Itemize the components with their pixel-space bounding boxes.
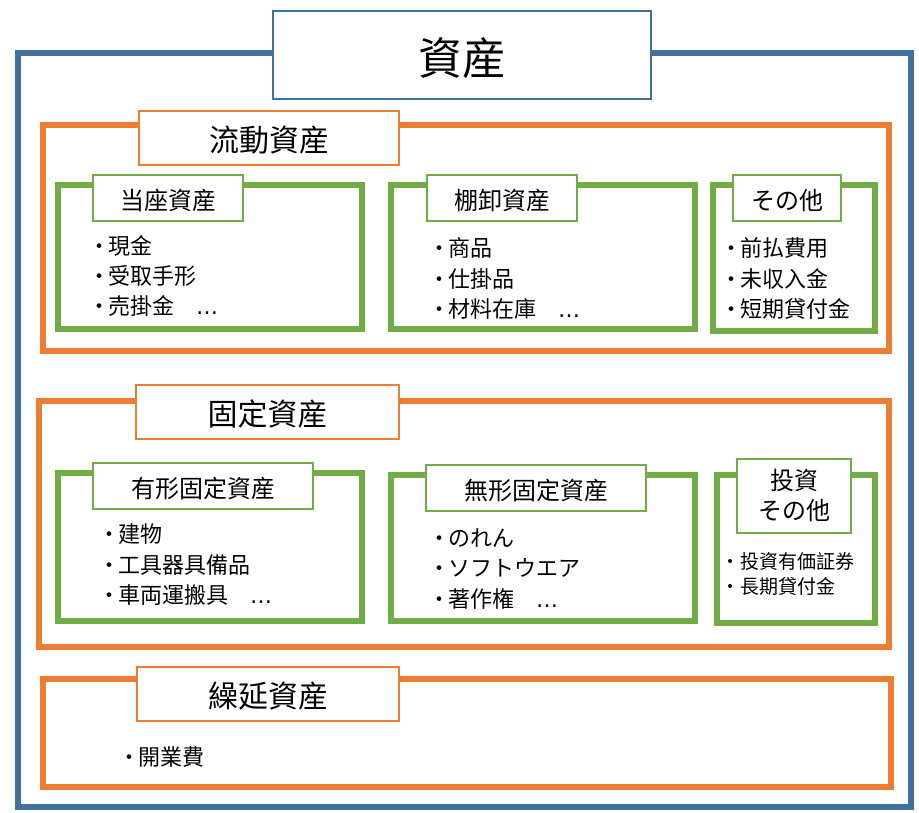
bullet: ・ — [720, 551, 740, 573]
bullet: ・ — [428, 588, 451, 613]
bullet: ・ — [428, 298, 451, 323]
current-assets-title: 流動資産 — [138, 110, 400, 166]
bullet: ・ — [428, 268, 451, 293]
investments-title-line-1: 投資 — [770, 467, 818, 495]
bullet: ・ — [88, 265, 111, 290]
list-item: ・のれん — [428, 521, 514, 553]
deferred-assets-section — [40, 676, 894, 790]
bullet: ・ — [720, 298, 743, 323]
inventory-title: 棚卸資産 — [426, 174, 578, 222]
quick-assets-title: 当座資産 — [92, 174, 244, 222]
list-item: ・投資有価証券 — [720, 547, 854, 574]
investments-title: 投資 その他 — [736, 458, 852, 534]
fixed-assets-section — [36, 398, 892, 650]
list-item: ・売掛金 … — [88, 289, 218, 321]
tangible-assets-title: 有形固定資産 — [92, 462, 314, 510]
list-item: ・開業費 — [118, 740, 204, 772]
bullet: ・ — [428, 557, 451, 582]
intangible-assets-title: 無形固定資産 — [425, 464, 647, 512]
bullet: ・ — [720, 576, 740, 598]
list-item: ・著作権 … — [428, 582, 558, 614]
other-current-title: その他 — [732, 174, 842, 222]
list-item: ・工具器具備品 — [98, 548, 250, 580]
investments-title-line-2: その他 — [758, 497, 830, 525]
list-item: ・材料在庫 … — [428, 292, 580, 324]
bullet: ・ — [720, 268, 743, 293]
current-assets-section — [40, 122, 892, 354]
list-item: ・仕掛品 — [428, 262, 514, 294]
list-item: ・車両運搬具 … — [98, 578, 272, 610]
bullet: ・ — [88, 295, 111, 320]
list-item: ・未収入金 — [720, 262, 828, 294]
bullet: ・ — [98, 523, 121, 548]
bullet: ・ — [720, 237, 743, 262]
list-item: ・商品 — [428, 231, 492, 263]
list-item: ・ソフトウエア — [428, 551, 580, 583]
list-item: ・短期貸付金 — [720, 292, 850, 324]
list-item: ・前払費用 — [720, 231, 828, 263]
bullet: ・ — [428, 237, 451, 262]
list-item: ・建物 — [98, 517, 162, 549]
bullet: ・ — [88, 235, 111, 260]
bullet: ・ — [98, 554, 121, 579]
bullet: ・ — [428, 527, 451, 552]
bullet: ・ — [98, 584, 121, 609]
list-item: ・現金 — [88, 229, 152, 261]
main-title: 資産 — [272, 10, 652, 100]
deferred-assets-title: 繰延資産 — [136, 666, 400, 722]
bullet: ・ — [118, 746, 141, 771]
list-item: ・受取手形 — [88, 259, 196, 291]
list-item: ・長期貸付金 — [720, 572, 835, 599]
fixed-assets-title: 固定資産 — [135, 384, 400, 440]
